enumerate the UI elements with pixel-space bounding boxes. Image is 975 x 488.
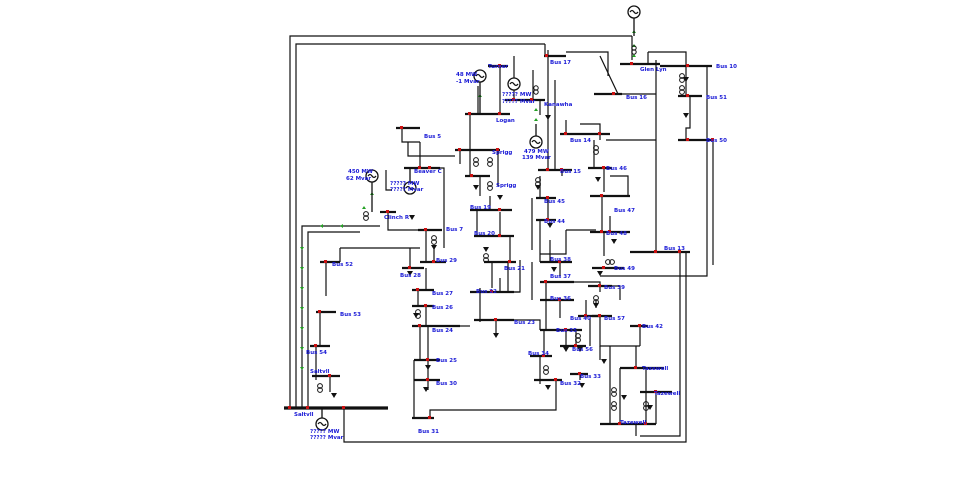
bus-label-saltvll-1[interactable]: Saltvll: [310, 369, 330, 375]
bus-label-53[interactable]: Bus 53: [340, 312, 361, 318]
generator-icon[interactable]: [507, 77, 521, 91]
bus-label-39[interactable]: Bus 39: [604, 285, 625, 291]
bus-label-54[interactable]: Bus 54: [306, 350, 327, 356]
turner-mw: 48 MW: [456, 72, 477, 78]
saltvill-mvar: ????? Mvar: [310, 435, 344, 441]
bus-label-56[interactable]: Bus 56: [572, 347, 593, 353]
clinch-mw: ????? MW: [390, 181, 419, 187]
bus-label-51[interactable]: Bus 51: [706, 95, 727, 101]
bus-label-37[interactable]: Bus 37: [550, 274, 571, 280]
bus-label-logan[interactable]: Logan: [496, 118, 515, 124]
bus-label-26[interactable]: Bus 26: [432, 305, 453, 311]
bus-label-38[interactable]: Bus 38: [550, 257, 571, 263]
bus-label-44[interactable]: Bus 44: [544, 219, 565, 225]
bus-label-28[interactable]: Bus 28: [400, 273, 421, 279]
bus-label-33[interactable]: Bus 33: [580, 374, 601, 380]
bus-label-tazewell-3[interactable]: Tazewell: [620, 420, 646, 426]
clinch-mvar: ????? Mvar: [390, 187, 424, 193]
bus-label-21[interactable]: Bus 21: [504, 266, 525, 272]
bus-label-22[interactable]: Bus 22: [476, 289, 497, 295]
bus-label-14[interactable]: Bus 14: [570, 138, 591, 144]
bus-label-beaver-c[interactable]: Beaver C: [414, 169, 442, 175]
bus-label-20[interactable]: Bus 20: [474, 231, 495, 237]
kanawha-mvar: ????? Mvar: [502, 99, 536, 105]
bus-label-50[interactable]: Bus 50: [706, 138, 727, 144]
bus-label-24[interactable]: Bus 24: [432, 328, 453, 334]
bus-label-29[interactable]: Bus 29: [436, 258, 457, 264]
bus-label-35[interactable]: Bus 35: [556, 328, 577, 334]
saltvill-mw: ????? MW: [310, 429, 339, 435]
bus-label-19[interactable]: Bus 19: [470, 205, 491, 211]
generator-icon[interactable]: [365, 169, 379, 212]
bus-label-17[interactable]: Bus 17: [550, 60, 571, 66]
turner-mvar: -1 Mvar: [456, 79, 480, 85]
logan-mvar: 139 Mvar: [522, 155, 551, 161]
bus-label-45[interactable]: Bus 45: [544, 199, 565, 205]
bus-label-25[interactable]: Bus 25: [436, 358, 457, 364]
bus-label-15[interactable]: Bus 15: [560, 169, 581, 175]
bus-label-34[interactable]: Bus 34: [528, 351, 549, 357]
generator-icon[interactable]: [403, 168, 417, 195]
bus-label-52[interactable]: Bus 52: [332, 262, 353, 268]
bus-label-30[interactable]: Bus 30: [436, 381, 457, 387]
generator-icon[interactable]: [315, 408, 329, 431]
bus-label-turner[interactable]: Turner: [488, 64, 508, 70]
bus-label-40[interactable]: Bus 40: [570, 316, 591, 322]
bus-label-kanawha[interactable]: Kanawha: [544, 102, 573, 108]
breakers: [288, 54, 714, 425]
generator-icon[interactable]: [529, 124, 543, 149]
bus-label-sprigg-2[interactable]: Sprigg: [496, 183, 516, 189]
kanawha-mw: ????? MW: [502, 92, 531, 98]
bus-label-42[interactable]: Bus 42: [642, 324, 663, 330]
bus-label-16[interactable]: Bus 16: [626, 95, 647, 101]
bus-label-10[interactable]: Bus 10: [716, 64, 737, 70]
transformer-icons: [317, 45, 685, 411]
bus-label-sprigg-1[interactable]: Sprigg: [492, 150, 512, 156]
bus-label-clinch-r[interactable]: Clinch R: [384, 215, 410, 221]
bus-label-5[interactable]: Bus 5: [424, 134, 441, 140]
bus-label-saltvll-2[interactable]: Saltvll: [294, 412, 314, 418]
bus-label-46[interactable]: Bus 46: [606, 166, 627, 172]
bus-label-7[interactable]: Bus 7: [446, 227, 463, 233]
beaver-mw: 450 MW: [348, 169, 373, 175]
generator-icon[interactable]: [473, 69, 487, 114]
bus-label-27[interactable]: Bus 27: [432, 291, 453, 297]
bus-label-32[interactable]: Bus 32: [560, 381, 581, 387]
bus-label-13[interactable]: Bus 13: [664, 246, 685, 252]
bus-label-57[interactable]: Bus 57: [604, 316, 625, 322]
bus-label-48[interactable]: Bus 48: [606, 231, 627, 237]
bus-label-23[interactable]: Bus 23: [514, 320, 535, 326]
bus-label-glen-lyn[interactable]: Glen Lyn: [640, 67, 667, 73]
bus-label-tazewell-1[interactable]: Tazewell: [642, 366, 668, 372]
generator-labels: 48 MW -1 Mvar ????? MW ????? Mvar 479 MW…: [310, 72, 551, 441]
beaver-mvar: 62 Mvar: [346, 176, 371, 182]
bus-label-36[interactable]: Bus 36: [550, 296, 571, 302]
bus-label-31[interactable]: Bus 31: [418, 429, 439, 435]
bus-label-47[interactable]: Bus 47: [614, 208, 635, 214]
bus-labels: Bus 10 Bus 51 Bus 50 Bus 17 Bus 16 Glen …: [294, 60, 737, 435]
bus-label-tazewell-2[interactable]: Tazewell: [654, 391, 680, 397]
logan-mw: 479 MW: [524, 149, 549, 155]
generator-icon[interactable]: [627, 5, 641, 36]
generators: [315, 5, 641, 431]
bus-label-49[interactable]: Bus 49: [614, 266, 635, 272]
